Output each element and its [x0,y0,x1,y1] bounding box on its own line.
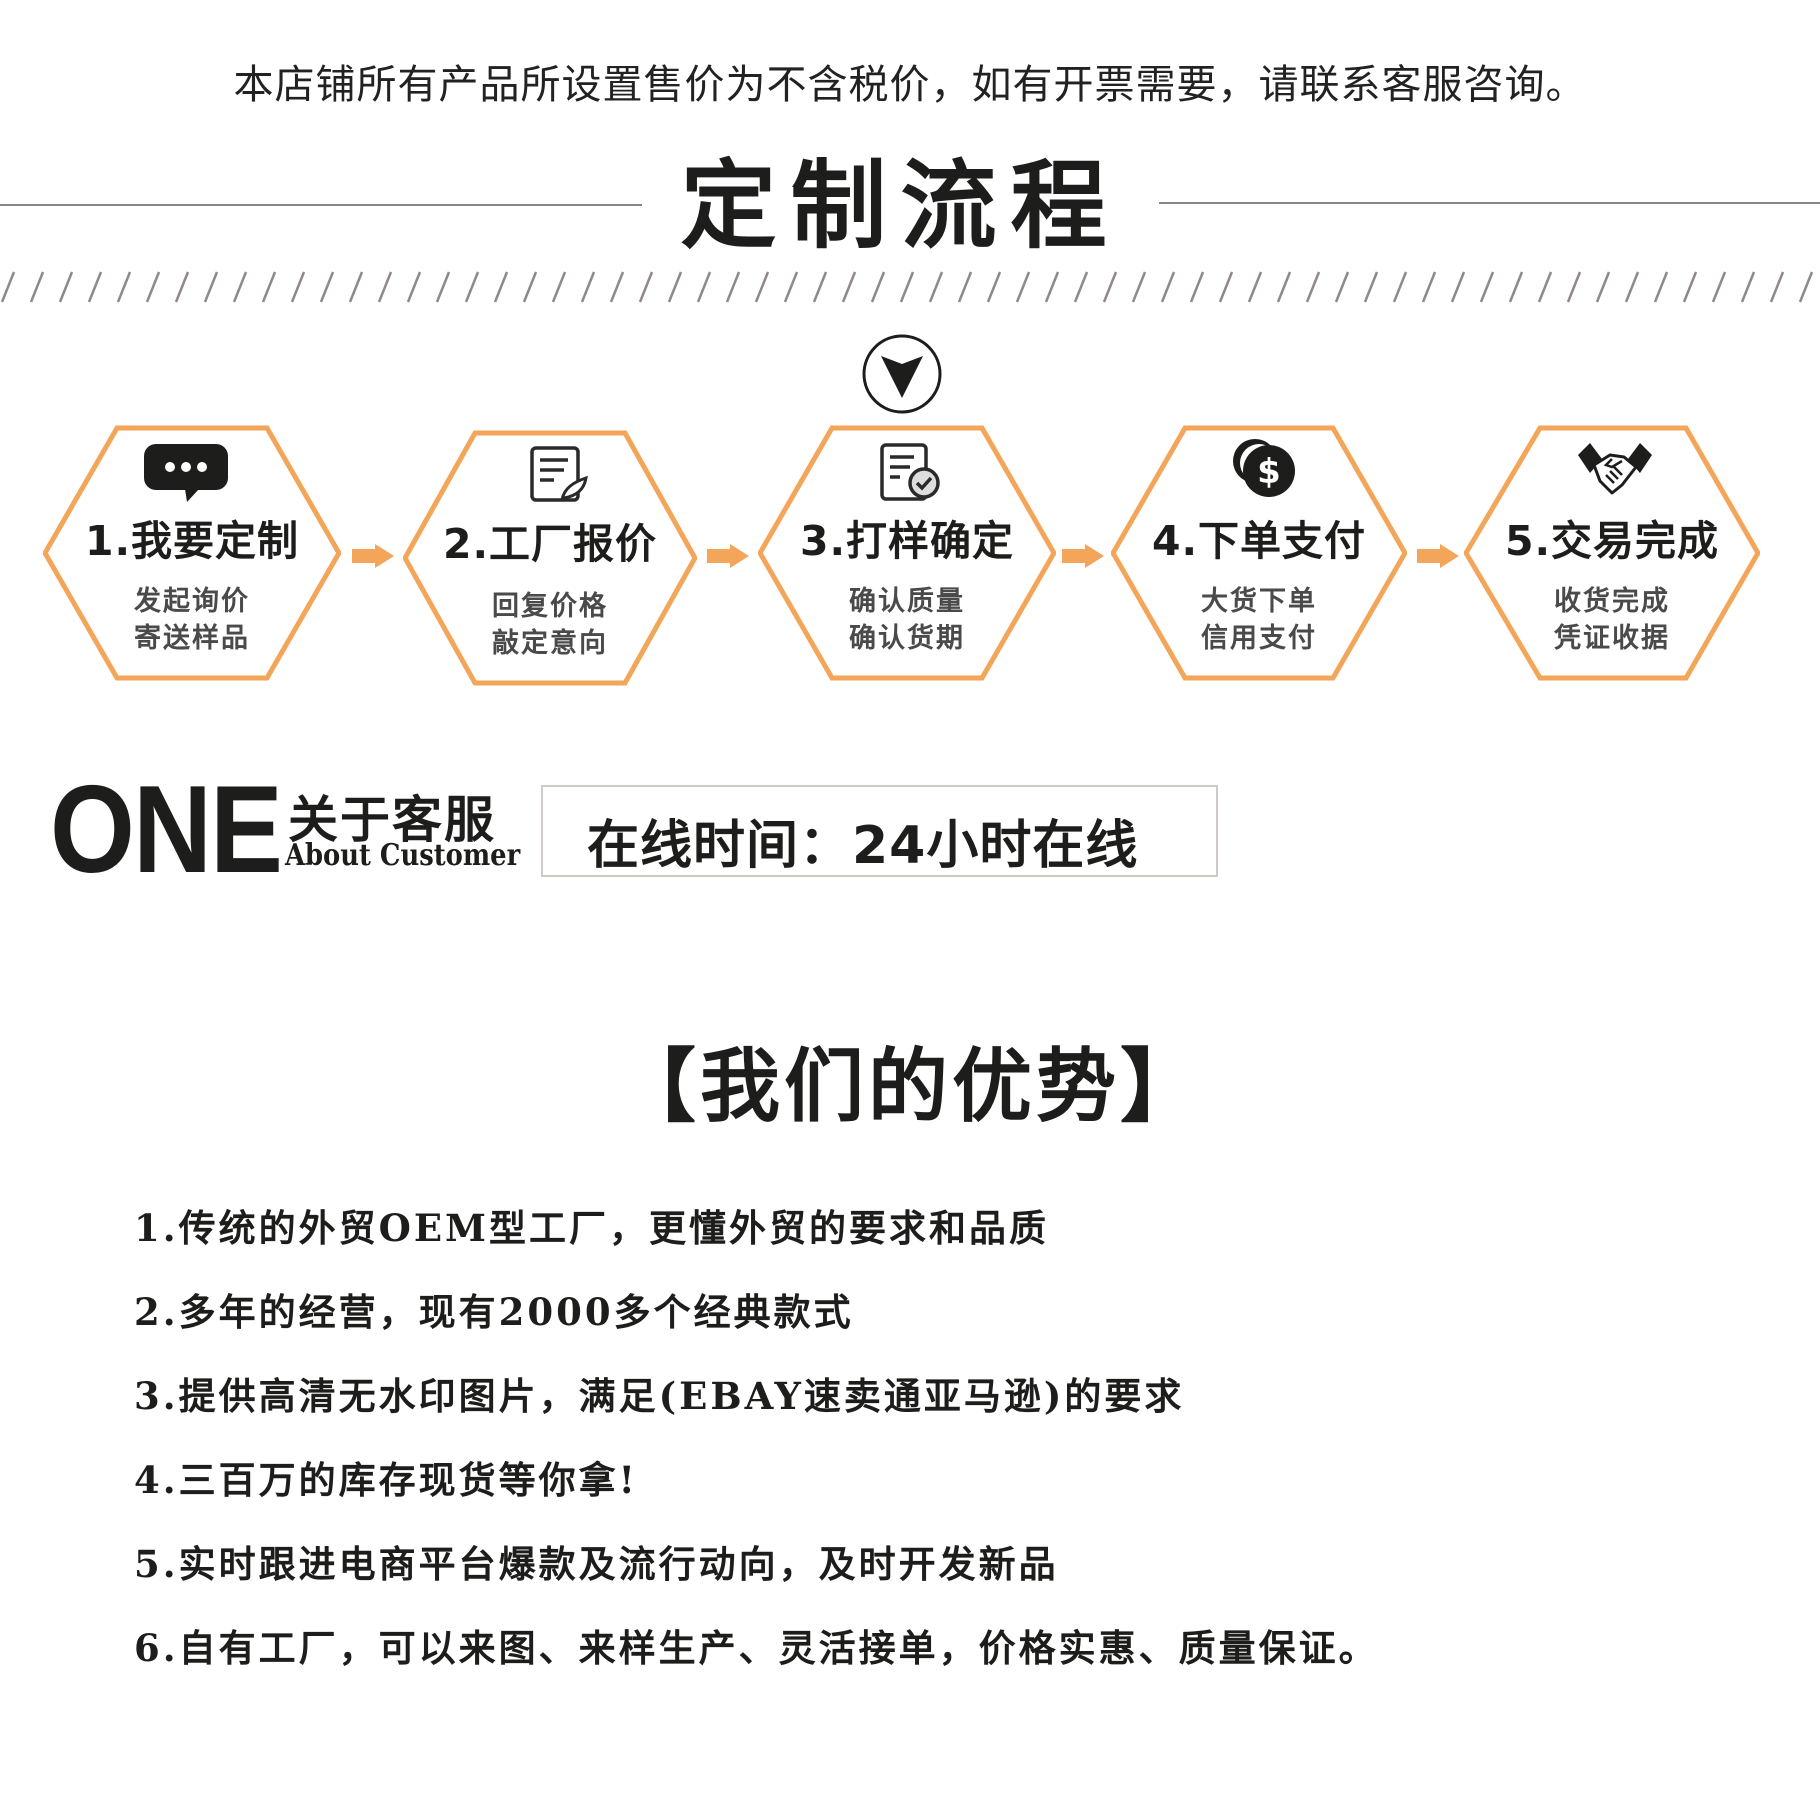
flow-arrow-icon [1417,544,1459,568]
step-description: 回复价格 敲定意向 [403,588,697,662]
slash-divider [0,271,1814,303]
step-card-4: $ 4.下单支付 大货下单 信用支付 [1111,425,1407,681]
step-line-2: 确认货期 [849,623,965,654]
hexagon-frame [758,425,1056,681]
hexagon-frame [43,425,341,681]
step-description: 发起询价 寄送样品 [43,583,341,657]
step-line-1: 发起询价 [134,586,250,617]
online-hours-box: 在线时间：24小时在线 [541,785,1218,877]
step-title: 2.工厂报价 [442,520,658,568]
process-title: 定制流程 [680,149,1121,262]
step-line-1: 收货完成 [1554,586,1670,617]
step-description: 大货下单 信用支付 [1111,583,1407,657]
flow-arrow-icon [352,544,394,568]
step-description: 确认质量 确认货期 [758,583,1056,657]
online-hours-text: 在线时间：24小时在线 [587,816,1139,876]
list-item: 6.自有工厂，可以来图、来样生产、灵活接单，价格实惠、质量保证。 [134,1626,1379,1670]
step-description: 收货完成 凭证收据 [1464,583,1760,657]
list-item: 4.三百万的库存现货等你拿! [134,1458,638,1502]
handshake-icon [1578,443,1652,495]
hexagon-frame [1111,425,1407,681]
step-line-2: 敲定意向 [492,628,608,659]
list-item: 1.传统的外贸OEM型工厂，更懂外贸的要求和品质 [134,1206,1050,1250]
step-title: 5.交易完成 [1504,517,1720,565]
advantages-heading: 【我们的优势】 [616,1040,1204,1133]
list-item: 3.提供高清无水印图片，满足(EBAY速卖通亚马逊)的要求 [134,1374,1185,1418]
title-divider-left [0,204,642,206]
document-edit-icon [530,446,588,502]
step-card-3: 3.打样确定 确认质量 确认货期 [758,425,1056,681]
down-arrow-circle-icon [862,334,942,414]
step-card-2: 2.工厂报价 回复价格 敲定意向 [403,430,697,686]
hexagon-frame [403,430,697,686]
advantages-list: 1.传统的外贸OEM型工厂，更懂外贸的要求和品质 2.多年的经营，现有2000多… [134,1200,1379,1704]
customer-service-title: 关于客服 [288,791,496,849]
step-title: 1.我要定制 [84,517,300,565]
flow-arrow-icon [1062,544,1104,568]
step-line-1: 确认质量 [849,586,965,617]
flow-arrow-icon [707,544,749,568]
step-card-1: 1.我要定制 发起询价 寄送样品 [43,425,341,681]
step-title: 4.下单支付 [1151,517,1367,565]
step-card-5: 5.交易完成 收货完成 凭证收据 [1464,425,1760,681]
hexagon-frame [1464,425,1760,681]
list-item: 5.实时跟进电商平台爆款及流行动向，及时开发新品 [134,1542,1059,1586]
dollar-coins-icon: $ [1233,439,1295,497]
document-check-icon [880,443,940,501]
section-number: ONE [50,761,283,899]
tax-notice: 本店铺所有产品所设置售价为不含税价，如有开票需要，请联系客服咨询。 [233,62,1587,108]
step-line-1: 回复价格 [492,591,608,622]
chat-bubble-icon [144,444,228,502]
step-line-1: 大货下单 [1201,586,1317,617]
svg-text:$: $ [1257,452,1281,492]
step-title: 3.打样确定 [799,517,1015,565]
list-item: 2.多年的经营，现有2000多个经典款式 [134,1290,854,1334]
customer-service-subtitle: About Customer [285,838,521,873]
title-divider-right [1159,202,1820,204]
step-line-2: 信用支付 [1201,623,1317,654]
step-line-2: 寄送样品 [134,623,250,654]
step-line-2: 凭证收据 [1554,623,1670,654]
